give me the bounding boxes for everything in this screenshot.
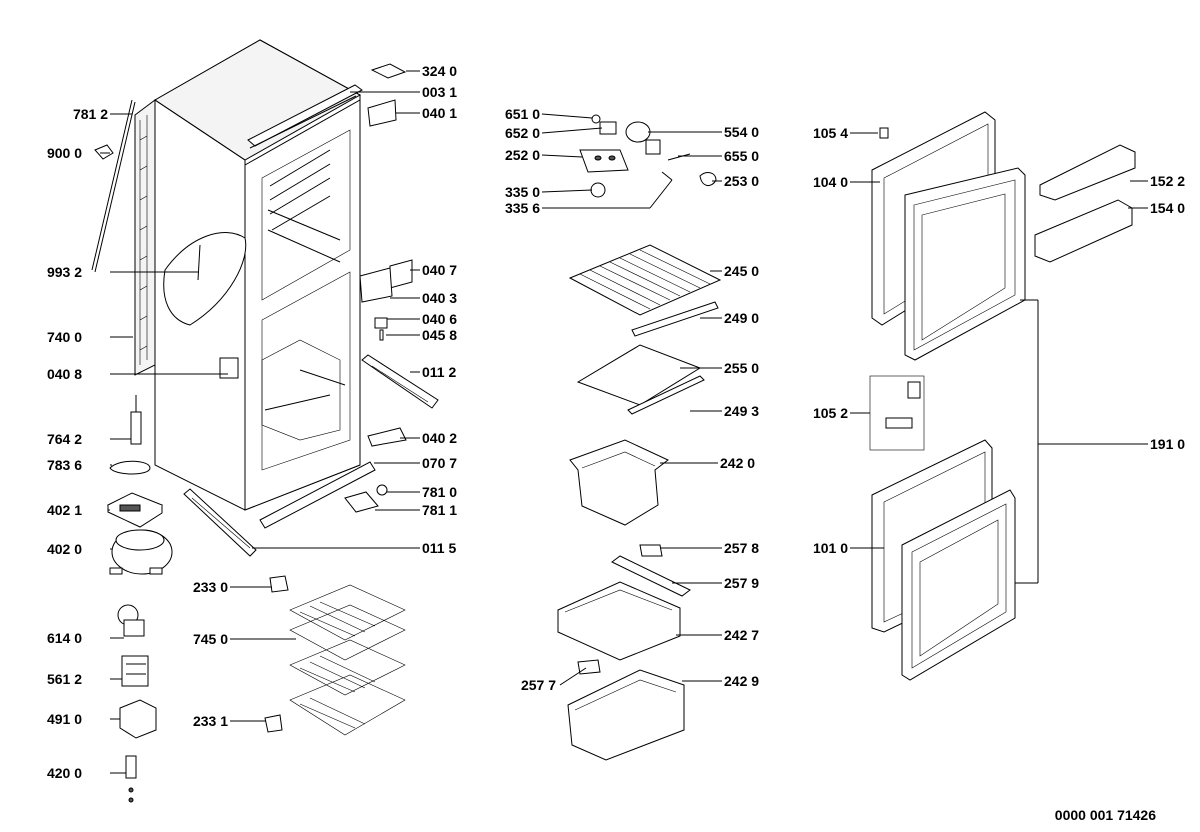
label-783-6: 783 6 <box>47 457 82 473</box>
label-242-0: 242 0 <box>720 455 755 471</box>
label-253-0: 253 0 <box>724 173 759 189</box>
label-257-8: 257 8 <box>724 540 759 556</box>
label-040-6: 040 6 <box>422 311 457 327</box>
label-040-7: 040 7 <box>422 262 457 278</box>
label-040-2: 040 2 <box>422 430 457 446</box>
label-045-8: 045 8 <box>422 327 457 343</box>
label-554-0: 554 0 <box>724 124 759 140</box>
label-011-2: 011 2 <box>422 364 456 380</box>
label-614-0: 614 0 <box>47 630 82 646</box>
label-900-0: 900 0 <box>47 145 82 161</box>
label-249-3: 249 3 <box>724 403 759 419</box>
label-003-1: 003 1 <box>422 84 457 100</box>
label-781-2: 781 2 <box>73 106 108 122</box>
drawing-number: 0000 001 71426 <box>1055 807 1156 823</box>
label-233-0: 233 0 <box>193 579 228 595</box>
label-781-0: 781 0 <box>422 484 457 500</box>
label-740-0: 740 0 <box>47 329 82 345</box>
label-242-9: 242 9 <box>724 673 759 689</box>
wire-shelves-group <box>264 575 406 736</box>
label-040-3: 040 3 <box>422 290 457 306</box>
thermostat-parts <box>579 114 717 198</box>
fridge-shelves-group <box>557 244 722 761</box>
label-402-1: 402 1 <box>47 502 82 518</box>
label-011-5: 011 5 <box>422 540 456 556</box>
label-104-0: 104 0 <box>813 174 848 190</box>
compressor-group <box>106 492 173 803</box>
label-652-0: 652 0 <box>505 125 540 141</box>
label-993-2: 993 2 <box>47 264 82 280</box>
label-040-8: 040 8 <box>47 366 82 382</box>
label-491-0: 491 0 <box>47 711 82 727</box>
label-242-7: 242 7 <box>724 627 759 643</box>
label-040-1: 040 1 <box>422 105 457 121</box>
label-255-0: 255 0 <box>724 360 759 376</box>
label-402-0: 402 0 <box>47 541 82 557</box>
label-335-0: 335 0 <box>505 184 540 200</box>
label-152-2: 152 2 <box>1150 173 1185 189</box>
label-257-9: 257 9 <box>724 575 759 591</box>
label-651-0: 651 0 <box>505 106 540 122</box>
label-655-0: 655 0 <box>724 148 759 164</box>
label-257-7: 257 7 <box>521 677 556 693</box>
label-245-0: 245 0 <box>724 263 759 279</box>
label-233-1: 233 1 <box>193 713 228 729</box>
cabinet-drawing <box>91 39 376 529</box>
label-324-0: 324 0 <box>422 63 457 79</box>
label-101-0: 101 0 <box>813 540 848 556</box>
leader-lines <box>100 70 1148 774</box>
label-745-0: 745 0 <box>193 631 228 647</box>
label-105-4: 105 4 <box>813 125 848 141</box>
label-781-1: 781 1 <box>422 502 457 518</box>
label-561-2: 561 2 <box>47 671 82 687</box>
doors-group <box>869 111 1136 681</box>
label-070-7: 070 7 <box>422 455 457 471</box>
label-252-0: 252 0 <box>505 147 540 163</box>
cabinet-fittings <box>183 63 439 557</box>
label-249-0: 249 0 <box>724 310 759 326</box>
label-764-2: 764 2 <box>47 431 82 447</box>
label-105-2: 105 2 <box>813 405 848 421</box>
label-335-6: 335 6 <box>505 200 540 216</box>
part-labels: 781 2 900 0 993 2 740 0 040 8 764 2 783 … <box>47 63 1185 823</box>
label-154-0: 154 0 <box>1150 200 1185 216</box>
label-420-0: 420 0 <box>47 765 82 781</box>
label-191-0: 191 0 <box>1150 436 1185 452</box>
